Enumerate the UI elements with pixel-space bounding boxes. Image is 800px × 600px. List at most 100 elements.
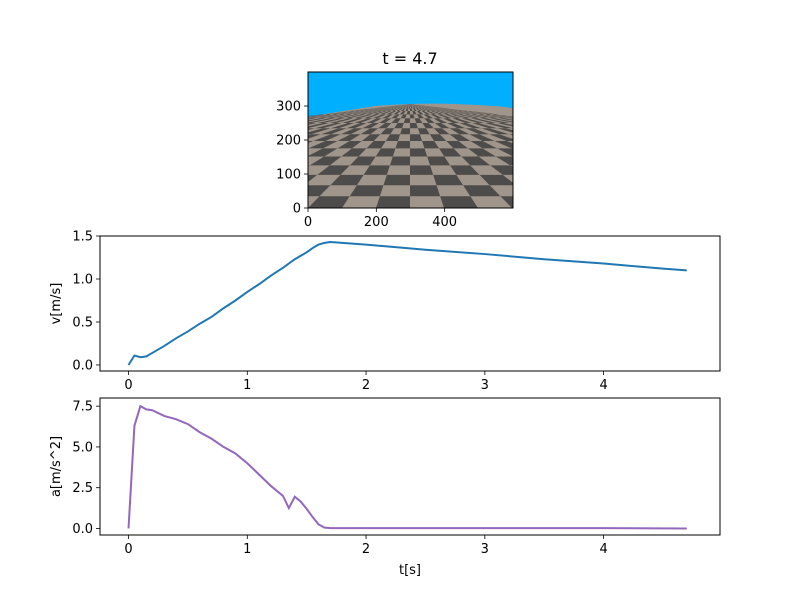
checker-tile: [410, 104, 414, 106]
checker-tile: [69, 157, 135, 166]
velocity-xtick-label: 3: [481, 378, 489, 393]
checker-tile: [379, 118, 392, 123]
checker-tile: [561, 196, 614, 208]
checker-tile: [354, 118, 373, 123]
checker-tile: [378, 122, 392, 129]
acceleration-xtick-label: 0: [124, 542, 132, 557]
checker-tile: [429, 106, 448, 109]
checker-tile: [399, 106, 406, 109]
checker-tile: [412, 106, 416, 109]
checker-tile: [480, 118, 510, 123]
checker-tile: [433, 118, 448, 123]
checker-tile: [403, 105, 408, 107]
checker-tile: [420, 106, 431, 109]
checker-tile: [338, 111, 364, 115]
checker-tile: [403, 118, 410, 123]
checker-tile: [394, 105, 404, 107]
checker-tile: [681, 196, 750, 208]
checker-tile: [490, 165, 513, 175]
checker-tile: [341, 118, 364, 123]
checker-tile: [477, 114, 509, 119]
checker-tile: [0, 165, 29, 175]
checker-tile: [622, 185, 681, 196]
checker-tile: [565, 157, 611, 166]
checker-tile: [325, 111, 355, 115]
checker-tile: [317, 165, 350, 175]
checker-tile: [379, 106, 395, 109]
checker-tile: [443, 114, 462, 119]
checker-tile: [416, 111, 424, 115]
checker-tile: [363, 114, 380, 119]
velocity-xtick-label: 4: [599, 378, 607, 393]
checker-tile: [373, 108, 389, 112]
checker-tile: [182, 128, 235, 134]
checker-tile: [489, 118, 513, 123]
checker-tile: [96, 134, 163, 141]
checker-tile: [204, 148, 250, 156]
checker-tile: [463, 111, 492, 115]
image-ytick-label: 200: [276, 134, 301, 149]
checker-tile: [545, 128, 588, 134]
checker-tile: [416, 105, 426, 107]
velocity-xtick-label: 2: [362, 378, 370, 393]
checker-tile: [393, 111, 401, 115]
checker-tile: [170, 148, 222, 156]
checker-tile: [406, 105, 409, 107]
checker-tile: [527, 118, 571, 123]
checker-tile: [441, 108, 464, 112]
checker-tile: [508, 118, 513, 120]
checker-tile: [366, 140, 386, 149]
checker-tile: [410, 165, 434, 175]
checker-tile: [453, 111, 478, 115]
checker-tile: [236, 123, 280, 128]
checker-tile: [711, 175, 781, 185]
checker-tile: [308, 196, 350, 208]
checker-tile: [640, 141, 701, 148]
checker-tile: [308, 114, 339, 119]
checker-tile: [433, 108, 450, 112]
checker-tile: [149, 157, 204, 166]
checker-tile: [429, 134, 447, 141]
checker-tile: [372, 111, 387, 115]
checker-tile: [405, 105, 409, 107]
checker-tile: [435, 111, 451, 115]
checker-tile: [308, 174, 318, 183]
checker-tile: [308, 134, 321, 139]
checker-tile: [391, 114, 400, 119]
checker-tile: [608, 128, 667, 134]
checker-tile: [782, 185, 800, 196]
checker-tile: [437, 114, 453, 119]
checker-tile: [588, 134, 640, 141]
checker-tile: [568, 134, 615, 141]
checker-tile: [385, 134, 401, 141]
checker-tile: [0, 165, 69, 175]
checker-tile: [592, 128, 647, 134]
checker-tile: [391, 105, 403, 107]
checker-tile: [771, 165, 800, 175]
checker-tile: [192, 134, 241, 141]
checker-tile: [229, 185, 277, 196]
checker-tile: [325, 114, 353, 119]
checker-tile: [400, 105, 407, 107]
checker-tile: [238, 148, 279, 156]
checker-tile: [526, 148, 564, 156]
checker-tile: [308, 140, 314, 143]
checker-tile: [543, 141, 584, 148]
image-xtick-label: 400: [432, 215, 457, 230]
velocity-ytick-label: 0.0: [72, 358, 93, 373]
checker-tile: [104, 196, 169, 208]
checker-tile: [440, 196, 478, 208]
checker-tile: [397, 105, 405, 107]
image-ytick-label: 300: [276, 100, 301, 115]
checker-tile: [470, 114, 499, 119]
checker-tile: [414, 118, 423, 123]
checker-tile: [385, 106, 398, 109]
checker-tile: [349, 185, 384, 197]
checker-tile: [330, 122, 355, 129]
checker-tile: [438, 108, 459, 112]
checker-tile: [608, 134, 664, 141]
checker-tile: [368, 108, 386, 112]
checker-tile: [500, 196, 513, 208]
